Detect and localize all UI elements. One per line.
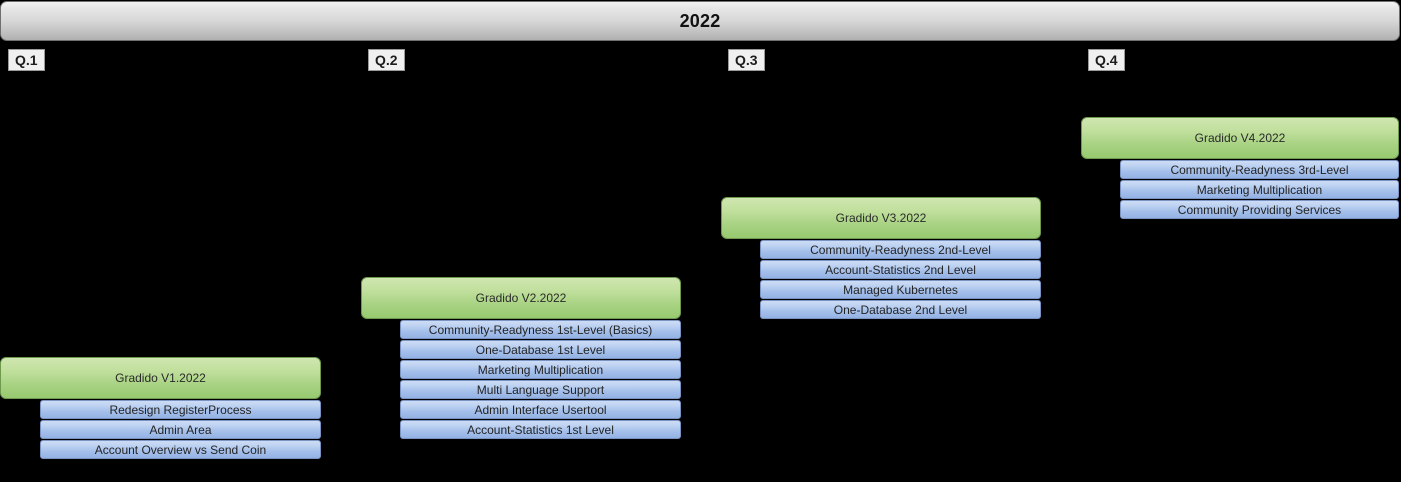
task-item[interactable]: Community-Readyness 1st-Level (Basics) — [400, 320, 681, 339]
timeline-year-label: 2022 — [679, 10, 721, 31]
task-item[interactable]: Account-Statistics 2nd Level — [760, 260, 1041, 279]
task-item[interactable]: Account Overview vs Send Coin — [40, 440, 321, 459]
task-list-v4: Community-Readyness 3rd-Level Marketing … — [1120, 160, 1399, 219]
quarter-label-q2: Q.2 — [368, 49, 405, 71]
task-item[interactable]: Admin Interface Usertool — [400, 400, 681, 419]
task-list-v1: Redesign RegisterProcess Admin Area Acco… — [40, 400, 321, 459]
timeline-year-bar: 2022 — [0, 1, 1400, 41]
task-list-v2: Community-Readyness 1st-Level (Basics) O… — [400, 320, 681, 439]
release-header-v1[interactable]: Gradido V1.2022 — [0, 357, 321, 399]
release-group-v1[interactable]: Gradido V1.2022 Redesign RegisterProcess… — [0, 357, 321, 459]
release-title-v3: Gradido V3.2022 — [835, 211, 927, 225]
release-title-v4: Gradido V4.2022 — [1194, 131, 1286, 145]
task-item[interactable]: One-Database 2nd Level — [760, 300, 1041, 319]
task-item[interactable]: Marketing Multiplication — [1120, 180, 1399, 199]
task-item[interactable]: One-Database 1st Level — [400, 340, 681, 359]
task-item[interactable]: Redesign RegisterProcess — [40, 400, 321, 419]
task-item[interactable]: Multi Language Support — [400, 380, 681, 399]
release-header-v2[interactable]: Gradido V2.2022 — [361, 277, 681, 319]
task-item[interactable]: Managed Kubernetes — [760, 280, 1041, 299]
release-title-v2: Gradido V2.2022 — [475, 291, 567, 305]
task-item[interactable]: Community Providing Services — [1120, 200, 1399, 219]
task-item[interactable]: Admin Area — [40, 420, 321, 439]
release-group-v3[interactable]: Gradido V3.2022 Community-Readyness 2nd-… — [721, 197, 1041, 319]
quarter-label-q4: Q.4 — [1088, 49, 1125, 71]
release-group-v4[interactable]: Gradido V4.2022 Community-Readyness 3rd-… — [1081, 117, 1399, 219]
release-header-v3[interactable]: Gradido V3.2022 — [721, 197, 1041, 239]
task-item[interactable]: Community-Readyness 2nd-Level — [760, 240, 1041, 259]
release-header-v4[interactable]: Gradido V4.2022 — [1081, 117, 1399, 159]
task-item[interactable]: Account-Statistics 1st Level — [400, 420, 681, 439]
task-list-v3: Community-Readyness 2nd-Level Account-St… — [760, 240, 1041, 319]
release-title-v1: Gradido V1.2022 — [115, 371, 206, 385]
release-group-v2[interactable]: Gradido V2.2022 Community-Readyness 1st-… — [361, 277, 681, 439]
quarter-label-q3: Q.3 — [728, 49, 765, 71]
quarter-label-q1: Q.1 — [8, 49, 45, 71]
task-item[interactable]: Community-Readyness 3rd-Level — [1120, 160, 1399, 179]
task-item[interactable]: Marketing Multiplication — [400, 360, 681, 379]
